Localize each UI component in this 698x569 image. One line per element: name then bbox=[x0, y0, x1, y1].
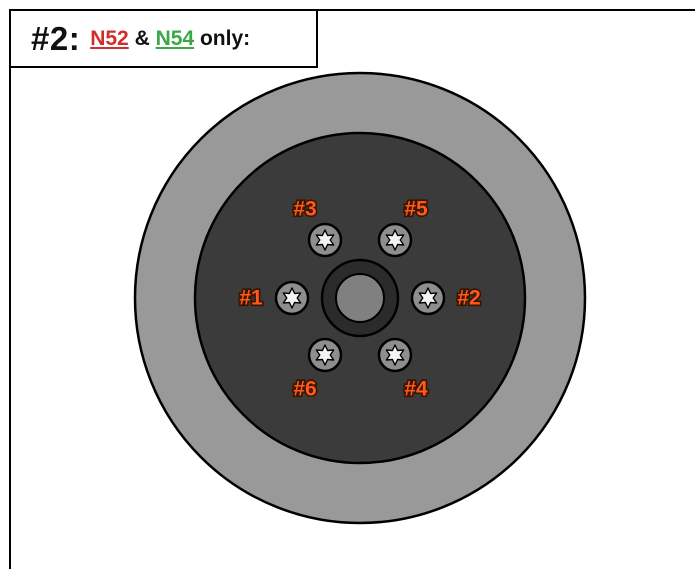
header-suffix: only: bbox=[199, 26, 251, 50]
header-caption: N52 & N54 only: bbox=[90, 27, 250, 51]
model-n52: N52 bbox=[90, 26, 129, 50]
bolt-label-5: #5 bbox=[404, 198, 428, 221]
torx-bolt-icon bbox=[377, 337, 413, 373]
torx-bolt-icon bbox=[377, 222, 413, 258]
center-hub bbox=[335, 273, 385, 323]
connector: & bbox=[134, 26, 150, 50]
model-n54: N54 bbox=[155, 26, 195, 50]
bolt-label-4: #4 bbox=[404, 378, 428, 401]
bolt-label-2: #2 bbox=[457, 287, 480, 310]
torx-bolt-icon bbox=[307, 337, 343, 373]
header-box: #2: N52 & N54 only: bbox=[9, 9, 318, 68]
torx-bolt-icon bbox=[410, 280, 446, 316]
step-number: #2: bbox=[31, 19, 81, 57]
torx-bolt-icon bbox=[307, 222, 343, 258]
bolt-label-3: #3 bbox=[293, 198, 316, 221]
bolt-label-6: #6 bbox=[293, 378, 316, 401]
diagram-frame bbox=[9, 9, 695, 569]
torx-bolt-icon bbox=[274, 280, 310, 316]
bolt-label-1: #1 bbox=[239, 287, 263, 310]
